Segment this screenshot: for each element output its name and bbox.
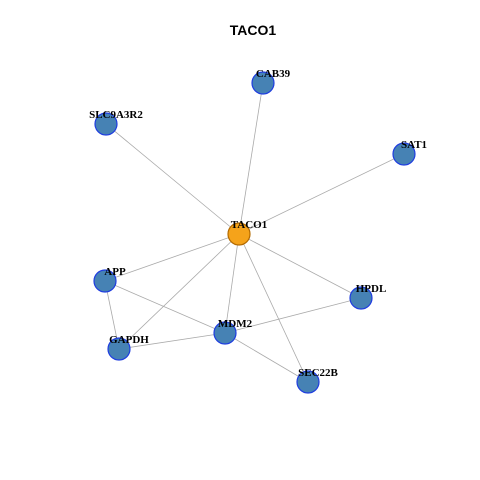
edge-taco1-hpdl <box>238 233 362 299</box>
node-circle-sec22b <box>296 370 320 394</box>
node-circle-hpdl <box>349 286 373 310</box>
node-mdm2: MDM2 <box>213 318 253 345</box>
node-label-sec22b: SEC22B <box>298 367 338 379</box>
edge-taco1-sat1 <box>238 153 405 235</box>
node-label-taco1: TACO1 <box>231 219 267 231</box>
node-label-sat1: SAT1 <box>401 139 427 151</box>
edge-taco1-gapdh <box>118 233 240 350</box>
node-hpdl: HPDL <box>349 283 387 310</box>
node-label-app: APP <box>104 266 126 278</box>
node-circle-cab39 <box>251 71 275 95</box>
node-slc9a3r2: SLC9A3R2 <box>89 109 143 136</box>
node-gapdh: GAPDH <box>107 334 149 361</box>
edge-app-mdm2 <box>104 280 226 334</box>
node-app: APP <box>93 266 126 293</box>
node-sec22b: SEC22B <box>296 367 339 394</box>
edges-layer <box>104 82 405 383</box>
node-circle-app <box>93 269 117 293</box>
node-cab39: CAB39 <box>251 68 291 95</box>
node-circle-taco1 <box>227 222 251 246</box>
node-label-gapdh: GAPDH <box>109 334 149 346</box>
edge-taco1-cab39 <box>238 82 264 235</box>
node-taco1: TACO1 <box>227 219 267 246</box>
node-circle-sat1 <box>392 142 416 166</box>
edge-gapdh-mdm2 <box>118 332 226 350</box>
node-circle-gapdh <box>107 337 131 361</box>
edge-taco1-sec22b <box>238 233 309 383</box>
edge-taco1-app <box>104 233 240 282</box>
node-label-hpdl: HPDL <box>356 283 387 295</box>
node-circle-slc9a3r2 <box>94 112 118 136</box>
node-label-mdm2: MDM2 <box>218 318 253 330</box>
node-sat1: SAT1 <box>392 139 427 166</box>
edge-taco1-mdm2 <box>224 233 240 334</box>
edge-mdm2-sec22b <box>224 332 309 383</box>
node-label-cab39: CAB39 <box>256 68 291 80</box>
edge-mdm2-hpdl <box>224 297 362 334</box>
node-circle-mdm2 <box>213 321 237 345</box>
node-label-slc9a3r2: SLC9A3R2 <box>89 109 143 121</box>
edge-taco1-slc9a3r2 <box>105 123 240 235</box>
graph-title: TACO1 <box>230 22 277 38</box>
